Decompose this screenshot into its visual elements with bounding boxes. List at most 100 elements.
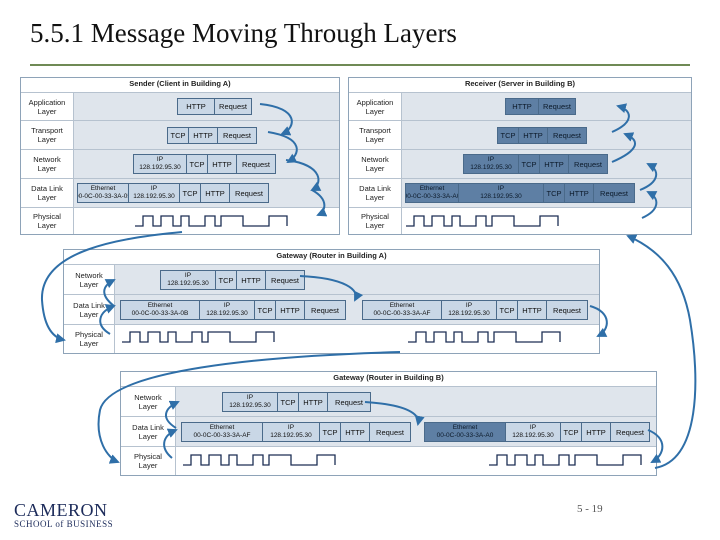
request-box: Request: [229, 183, 269, 203]
receiver-panel: Receiver (Server in Building B) Applicat…: [348, 77, 692, 235]
request-box: Request: [304, 300, 346, 320]
request-box: Request: [214, 98, 252, 115]
http-box: HTTP: [518, 127, 548, 144]
request-box: Request: [610, 422, 650, 442]
tcp-box: TCP: [319, 422, 341, 442]
tcp-box: TCP: [496, 300, 518, 320]
tcp-box: TCP: [179, 183, 201, 203]
tcp-box: TCP: [560, 422, 582, 442]
request-box: Request: [327, 392, 371, 412]
request-box: Request: [568, 154, 608, 174]
gateway-a-title: Gateway (Router in Building A): [276, 251, 387, 260]
http-box: HTTP: [505, 98, 539, 115]
request-box: Request: [236, 154, 276, 174]
tcp-box: TCP: [518, 154, 540, 174]
request-box: Request: [546, 300, 588, 320]
http-box: HTTP: [539, 154, 569, 174]
tcp-box: TCP: [254, 300, 276, 320]
slide-title: 5.5.1 Message Moving Through Layers: [30, 18, 457, 48]
http-box: HTTP: [564, 183, 594, 203]
school-logo: CAMERON SCHOOL of BUSINESS: [14, 500, 114, 529]
http-box: HTTP: [298, 392, 328, 412]
http-box: HTTP: [207, 154, 237, 174]
title-divider: [30, 64, 690, 66]
http-box: HTTP: [340, 422, 370, 442]
request-box: Request: [265, 270, 305, 290]
tcp-box: TCP: [543, 183, 565, 203]
request-box: Request: [593, 183, 635, 203]
http-box: HTTP: [581, 422, 611, 442]
http-box: HTTP: [177, 98, 215, 115]
page-number: 5 - 19: [577, 503, 603, 515]
request-box: Request: [538, 98, 576, 115]
sender-panel: Sender (Client in Building A) Applicatio…: [20, 77, 340, 235]
tcp-box: TCP: [215, 270, 237, 290]
sender-title: Sender (Client in Building A): [129, 79, 231, 88]
logo-subtitle: SCHOOL of BUSINESS: [14, 519, 114, 529]
gateway-b-title: Gateway (Router in Building B): [333, 373, 444, 382]
http-box: HTTP: [236, 270, 266, 290]
request-box: Request: [369, 422, 411, 442]
http-box: HTTP: [275, 300, 305, 320]
request-box: Request: [217, 127, 257, 144]
receiver-title: Receiver (Server in Building B): [464, 79, 576, 88]
tcp-box: TCP: [277, 392, 299, 412]
http-box: HTTP: [200, 183, 230, 203]
tcp-box: TCP: [167, 127, 189, 144]
tcp-box: TCP: [497, 127, 519, 144]
logo-wordmark: CAMERON: [14, 500, 108, 520]
tcp-box: TCP: [186, 154, 208, 174]
http-box: HTTP: [188, 127, 218, 144]
request-box: Request: [547, 127, 587, 144]
